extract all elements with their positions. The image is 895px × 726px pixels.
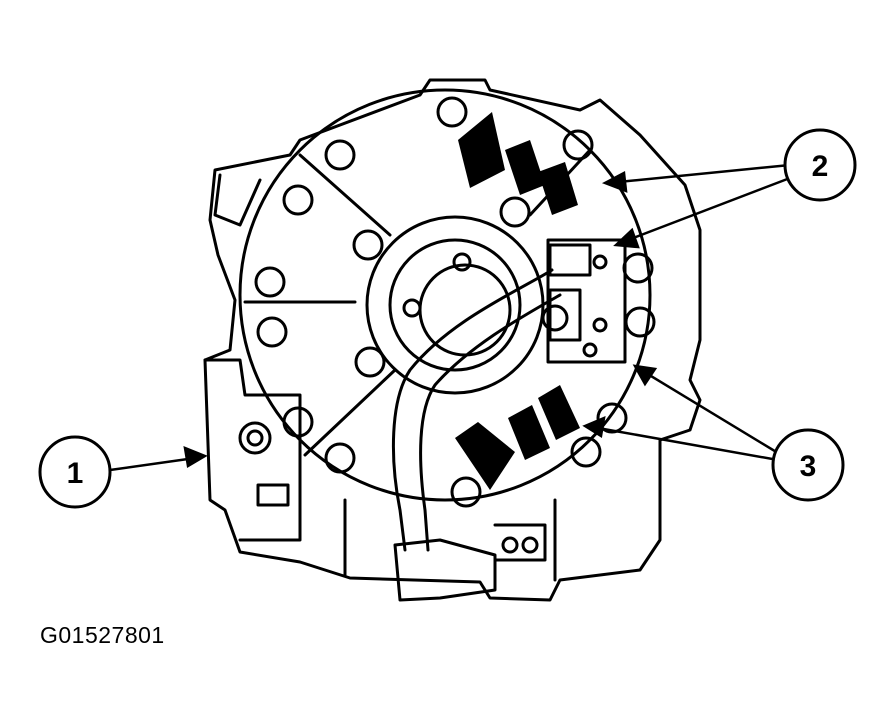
lower-arrow-band <box>538 385 580 440</box>
figure-id: G01527801 <box>40 622 165 648</box>
lower-arrow-band <box>508 405 550 460</box>
leader-line-3a <box>645 371 779 455</box>
arrowhead-icon <box>183 446 208 468</box>
callout-label-1: 1 <box>67 457 84 490</box>
callout-label-3: 3 <box>800 450 817 483</box>
mounting-bracket <box>203 358 302 542</box>
callout-label-2: 2 <box>812 150 829 183</box>
hub-inner-ring <box>388 238 522 372</box>
connector-plate <box>546 238 627 364</box>
socket-pin <box>501 536 519 554</box>
rotor-spoke <box>298 153 392 237</box>
upper-arrow-icon <box>458 112 505 188</box>
connector-upper <box>548 243 592 277</box>
connector-screw <box>582 342 598 358</box>
bottom-connector <box>393 538 497 602</box>
callout-circle-1 <box>38 435 112 509</box>
upper-arrow-band <box>538 162 578 215</box>
rotor-disc <box>238 88 652 502</box>
hub-pin <box>402 298 422 318</box>
wire-harness <box>391 268 554 552</box>
wire-harness <box>419 293 562 552</box>
lower-arrow-icon <box>455 422 515 490</box>
upper-arrow-band <box>505 140 545 195</box>
socket-pin <box>521 536 539 554</box>
lower-socket <box>493 523 547 562</box>
housing-left-tab <box>213 173 262 227</box>
leader-line-2b <box>627 176 791 242</box>
connector-screw <box>592 317 608 333</box>
mounting-bolt-inner <box>246 429 264 447</box>
arrowhead-icon <box>632 364 658 387</box>
callout-circle-3 <box>771 428 845 502</box>
mounting-bolt <box>238 421 272 455</box>
rotor-spoke <box>303 368 397 457</box>
housing-outline <box>203 78 702 602</box>
rotation-arrows <box>455 112 580 490</box>
leader-line-1 <box>109 456 196 472</box>
arrowhead-icon <box>601 171 628 193</box>
bracket-slot <box>256 483 290 507</box>
leader-line-3b <box>597 426 779 462</box>
arrowhead-icon <box>582 415 606 439</box>
callout-circle-2 <box>783 128 857 202</box>
hub-pin <box>452 252 472 272</box>
connector-lower <box>548 288 582 342</box>
arrowhead-icon <box>613 227 640 249</box>
connector-screw <box>592 254 608 270</box>
leader-line-2a <box>617 163 791 184</box>
lower-housing-tab <box>343 498 557 582</box>
hub-bore <box>418 263 512 357</box>
